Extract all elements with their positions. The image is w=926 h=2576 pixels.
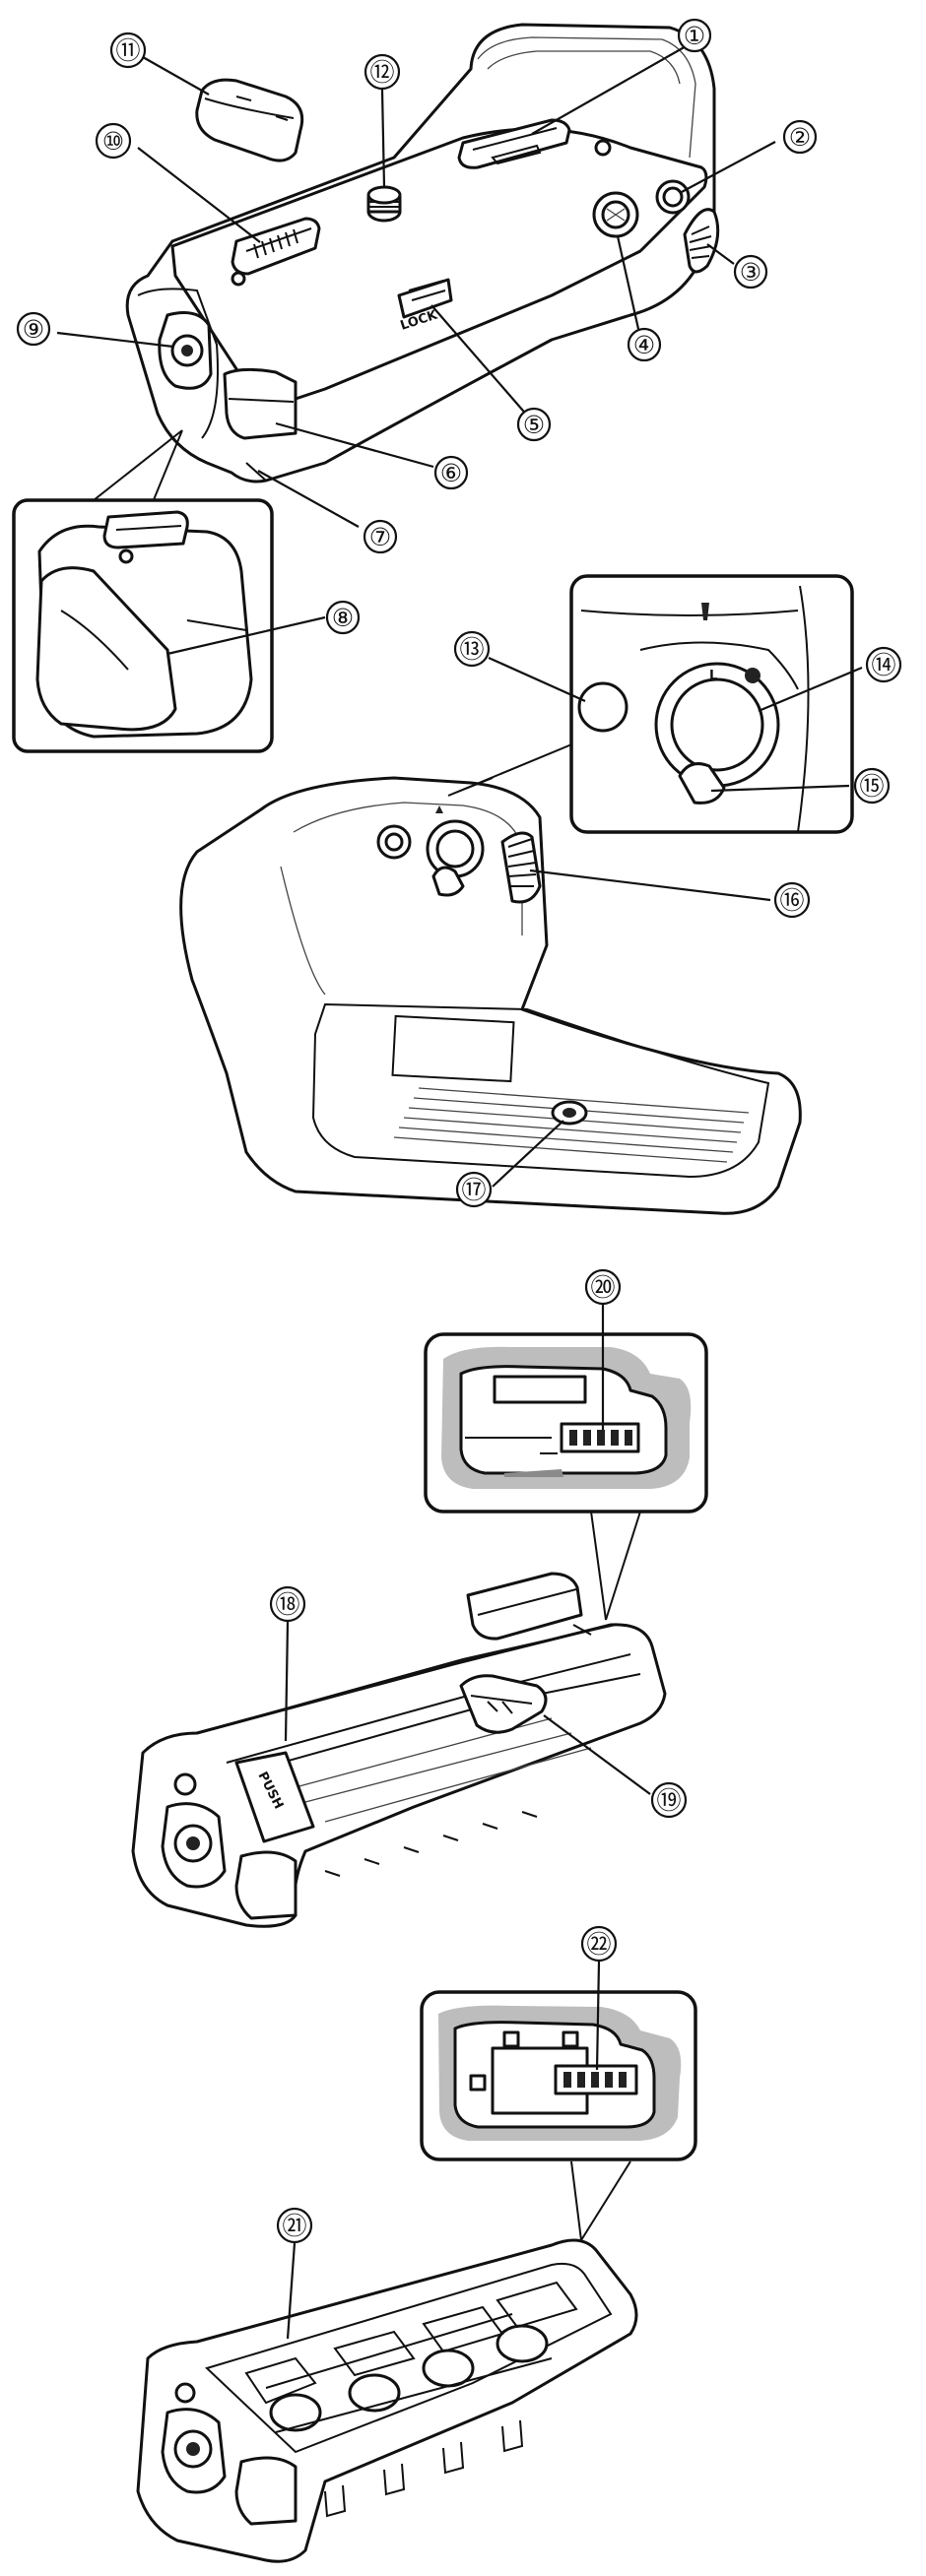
battery-holder-view: PUSH <box>133 1512 665 1926</box>
callout-8: ⑧ <box>327 602 359 633</box>
callout-10: ⑩ <box>97 124 130 158</box>
svg-text:⑬: ⑬ <box>459 635 484 664</box>
svg-text:㉒: ㉒ <box>586 1930 611 1959</box>
inset-button <box>579 683 627 731</box>
callout-16: ⑯ <box>775 883 809 917</box>
callout-21: ㉑ <box>278 2209 311 2242</box>
svg-text:②: ② <box>789 123 811 152</box>
tripod-socket <box>553 1102 586 1124</box>
multi-selector <box>594 193 637 236</box>
grip-top-view: LOCK <box>127 25 718 482</box>
callout-17: ⑰ <box>457 1173 491 1206</box>
svg-text:⑫: ⑫ <box>369 58 394 87</box>
holder-contacts <box>562 1424 638 1451</box>
mounting-screw <box>368 187 400 221</box>
svg-text:④: ④ <box>633 331 655 359</box>
svg-text:⑳: ⑳ <box>590 1273 615 1302</box>
svg-text:⑥: ⑥ <box>440 459 462 487</box>
callout-5: ⑤ <box>518 409 550 440</box>
callout-6: ⑥ <box>435 457 467 488</box>
svg-text:⑩: ⑩ <box>102 127 124 156</box>
svg-text:⑤: ⑤ <box>523 411 545 439</box>
callout-20: ⑳ <box>586 1270 620 1304</box>
svg-text:㉑: ㉑ <box>282 2212 306 2240</box>
callout-2: ② <box>784 121 816 153</box>
callout-18: ⑱ <box>271 1587 304 1621</box>
svg-text:⑦: ⑦ <box>369 523 391 551</box>
svg-text:⑭: ⑭ <box>871 651 895 679</box>
svg-text:⑮: ⑮ <box>859 772 884 801</box>
callout-9: ⑨ <box>18 313 49 345</box>
callout-15: ⑮ <box>855 769 889 803</box>
callout-3: ③ <box>735 256 766 288</box>
callout-19: ⑲ <box>652 1783 686 1817</box>
callout-22: ㉒ <box>582 1927 616 1961</box>
svg-text:③: ③ <box>740 258 761 287</box>
svg-text:⑱: ⑱ <box>275 1590 299 1619</box>
svg-text:⑧: ⑧ <box>332 604 354 632</box>
callout-7: ⑦ <box>364 521 396 552</box>
svg-text:L: L <box>709 669 717 683</box>
svg-text:⑲: ⑲ <box>656 1786 681 1815</box>
callout-12: ⑫ <box>365 55 399 89</box>
inset-rubber-cover <box>14 430 272 751</box>
callout-1: ① <box>679 20 710 51</box>
inset-aa-contacts <box>422 1992 695 2159</box>
callout-11: ⑪ <box>111 33 145 67</box>
battery-chamber-latch <box>160 313 211 389</box>
contact-cover-cap <box>197 80 302 161</box>
svg-text:①: ① <box>684 22 705 50</box>
callout-14: ⑭ <box>867 648 900 681</box>
aa-holder-contacts <box>556 2066 636 2093</box>
af-on-button <box>657 181 689 213</box>
inset-holder-contacts <box>426 1334 706 1512</box>
inset-bottom-controls: L <box>571 576 852 832</box>
svg-text:⑨: ⑨ <box>23 315 44 344</box>
callout-13: ⑬ <box>455 632 489 666</box>
svg-text:⑰: ⑰ <box>461 1176 486 1204</box>
callout-4: ④ <box>628 329 660 360</box>
aa-holder-view <box>138 2161 636 2561</box>
svg-text:⑪: ⑪ <box>115 36 140 65</box>
svg-text:⑯: ⑯ <box>779 886 804 915</box>
